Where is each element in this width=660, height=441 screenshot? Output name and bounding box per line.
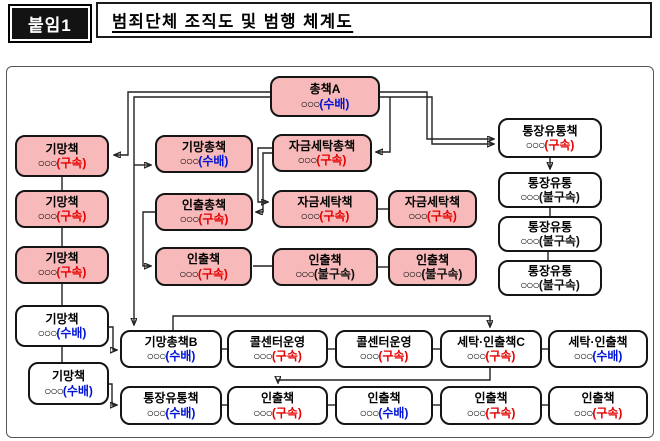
node-account-1: 통장유통 ○○○(불구속) — [498, 172, 602, 208]
node-boss-a: 총책A ○○○(수배) — [270, 76, 380, 117]
node-withdraw-b4: 인출책 ○○○(구속) — [548, 386, 648, 425]
node-withdraw-sub: 인출책 ○○○(구속) — [155, 247, 252, 286]
node-launder-withdraw: 세탁·인출책 ○○○(수배) — [548, 330, 648, 368]
node-withdraw-b1: 인출책 ○○○(구속) — [227, 386, 328, 425]
node-fraud-4: 기망책 ○○○(수배) — [15, 305, 109, 347]
node-withdraw-chief: 인출총책 ○○○(구속) — [155, 193, 253, 231]
node-fraud-5: 기망책 ○○○(수배) — [28, 362, 109, 405]
node-fraud-1: 기망책 ○○○(구속) — [15, 135, 109, 177]
node-fraud-2: 기망책 ○○○(구속) — [15, 190, 109, 228]
node-account-dist: 통장유통책 ○○○(수배) — [120, 386, 222, 425]
node-launder-right: 자금세탁책 ○○○(구속) — [388, 190, 477, 228]
node-account-chief: 통장유통책 ○○○(구속) — [498, 118, 602, 158]
node-launder-mid: 자금세탁책 ○○○(구속) — [272, 190, 378, 228]
node-fraud-3: 기망책 ○○○(구속) — [15, 246, 109, 284]
attachment-badge: 붙임1 — [8, 4, 92, 43]
node-withdraw-b2: 인출책 ○○○(수배) — [335, 386, 433, 425]
node-callcenter-2: 콜센터운영 ○○○(구속) — [335, 330, 433, 368]
page-title-box: 범죄단체 조직도 및 범행 체계도 — [96, 2, 652, 38]
attachment-badge-label: 붙임1 — [12, 8, 88, 39]
node-withdraw-right: 인출책 ○○○(불구속) — [388, 248, 477, 286]
page-title: 범죄단체 조직도 및 범행 체계도 — [112, 13, 354, 31]
node-fraud-chief-b: 기망총책B ○○○(수배) — [120, 330, 222, 368]
node-withdraw-mid: 인출책 ○○○(불구속) — [272, 248, 378, 286]
node-account-2: 통장유통 ○○○(불구속) — [498, 216, 602, 252]
node-callcenter-1: 콜센터운영 ○○○(구속) — [227, 330, 328, 368]
node-withdraw-b3: 인출책 ○○○(구속) — [440, 386, 542, 425]
node-launder-chief: 자금세탁총책 ○○○(구속) — [272, 134, 372, 172]
node-launder-withdraw-c: 세탁·인출책C ○○○(구속) — [440, 330, 542, 368]
node-fraud-chief: 기망총책 ○○○(수배) — [155, 135, 253, 173]
node-account-3: 통장유통 ○○○(불구속) — [498, 260, 602, 296]
